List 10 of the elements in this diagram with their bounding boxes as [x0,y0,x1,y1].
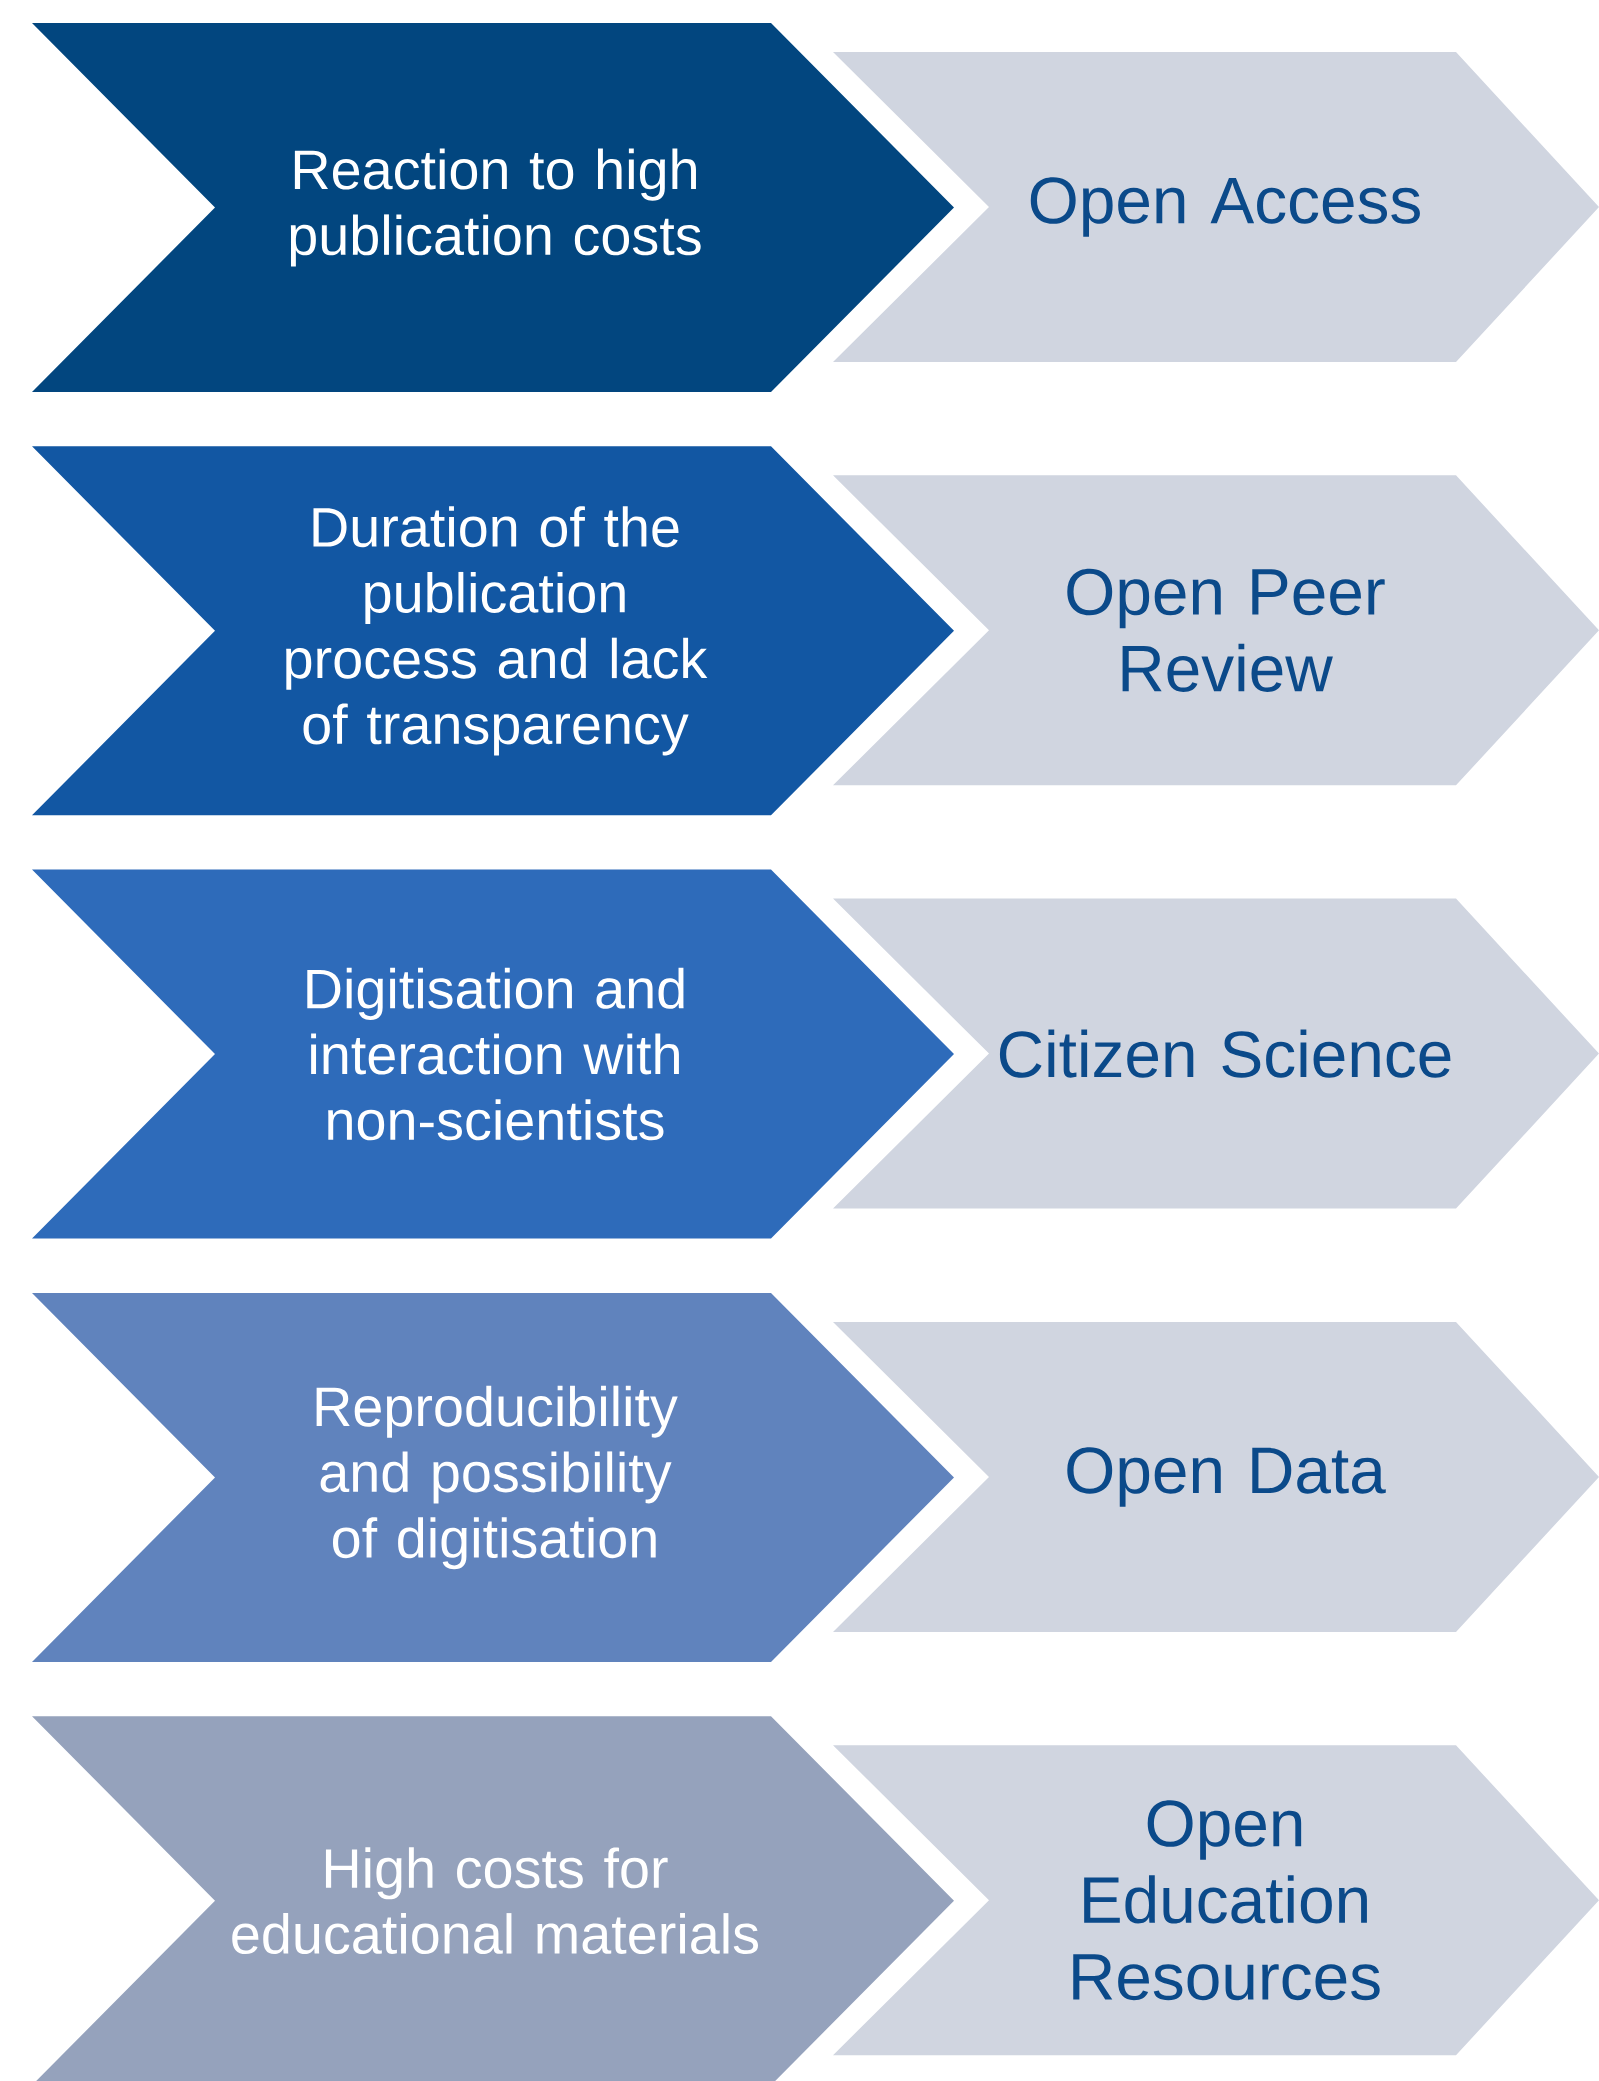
chevron-box: Reproducibility and possibility of digitisation [32,1292,954,1662]
chevron-box: Open Access [833,52,1599,362]
chevron-box: Open Peer Review [833,475,1599,786]
chevron-box: Open Education Resources [833,1745,1599,2056]
chevron-box: Citizen Science [833,898,1599,1209]
chevron-box: Open Data [833,1321,1599,1632]
chevron-box: Duration of the publication process and lack of transparency [32,446,954,816]
chevron-box: High costs for educational materials [32,1716,954,2081]
chevron-box: Reaction to high publication costs [32,23,954,392]
chevron-box: Digitisation and interaction with non-scientists [32,869,954,1239]
